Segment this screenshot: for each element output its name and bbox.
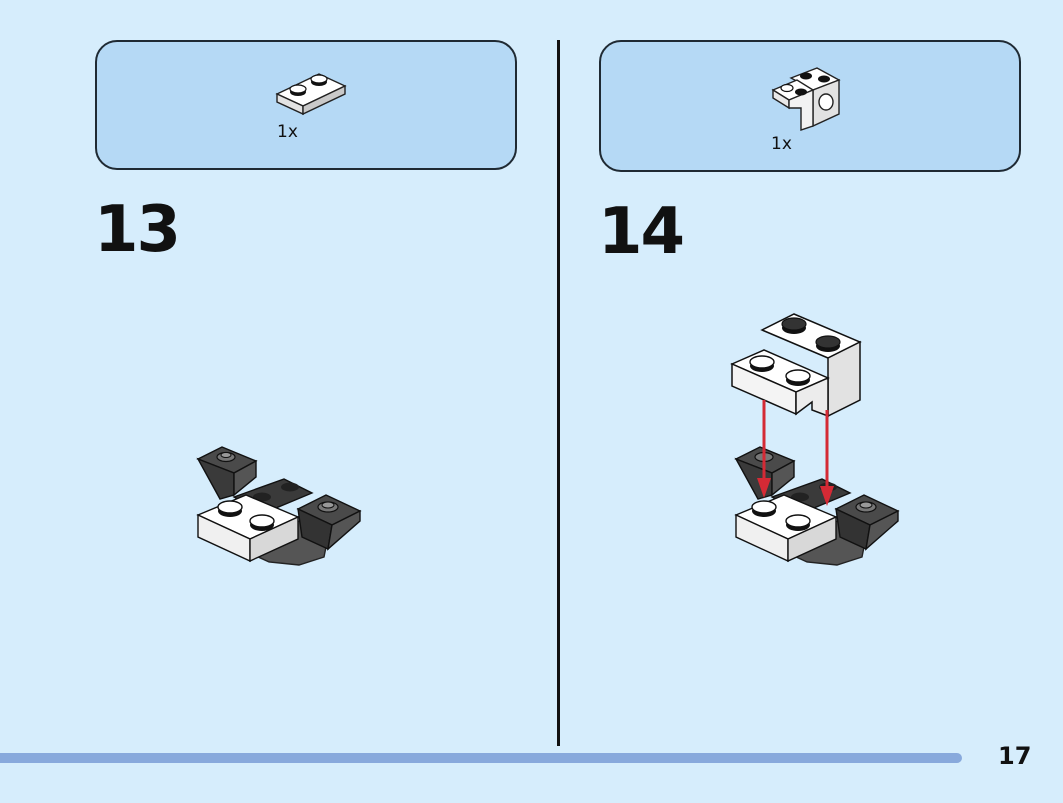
column-divider xyxy=(557,40,560,746)
part-quantity: 1x xyxy=(277,122,298,142)
part-quantity: 1x xyxy=(771,134,792,154)
parts-callout-step-14: 1x xyxy=(599,40,1021,172)
white-plate-1x2-icon xyxy=(275,73,347,116)
page-number: 17 xyxy=(998,742,1032,770)
white-bracket-brick-icon xyxy=(771,67,841,131)
assembly-arrow-icon xyxy=(757,400,834,506)
page-progress-bar xyxy=(0,753,962,763)
step-number-14: 14 xyxy=(598,195,685,269)
model-step-13-icon xyxy=(196,446,362,566)
model-step-14-icon xyxy=(730,313,900,566)
parts-callout-step-13: 1x xyxy=(95,40,517,170)
step-number-13: 13 xyxy=(94,193,181,267)
